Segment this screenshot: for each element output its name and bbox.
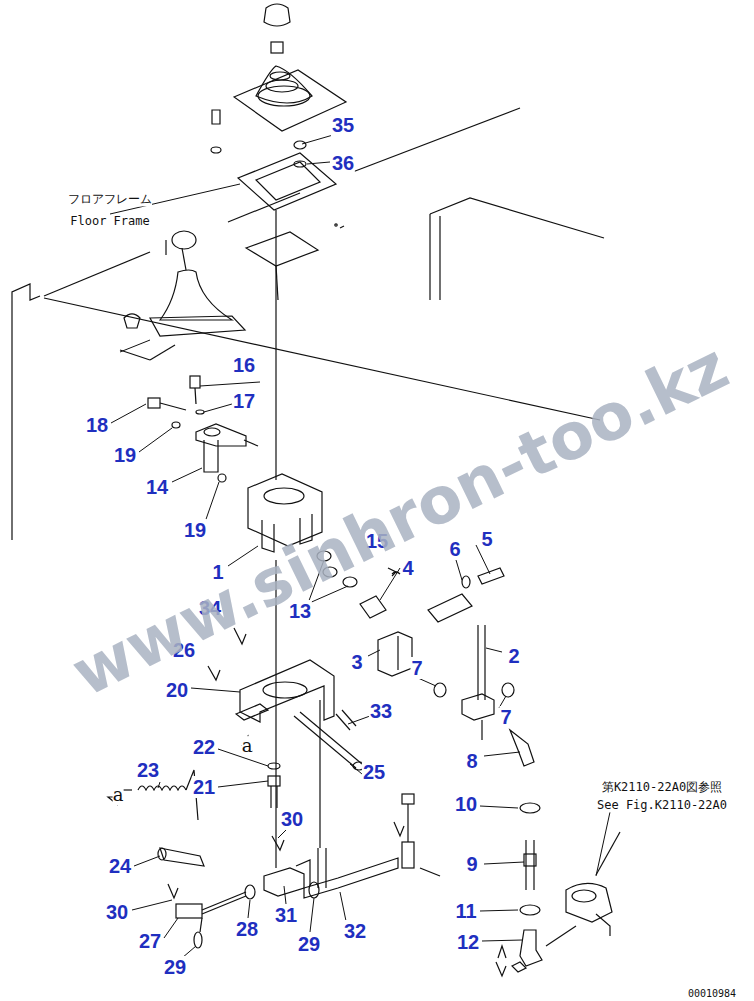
assembly-line (275, 210, 276, 480)
callout-number: 12 (456, 931, 480, 953)
callout-number: 19 (183, 519, 207, 541)
callout-number: 8 (465, 750, 478, 772)
view-letter: a (113, 785, 124, 805)
lower-bracket (236, 660, 365, 770)
callout-number: 6 (448, 538, 461, 560)
callout-number: 14 (145, 476, 169, 498)
floor-gasket (246, 224, 337, 266)
clamp (148, 376, 258, 482)
adjust-rod (498, 803, 620, 972)
callout-number: 21 (192, 776, 216, 798)
callout-number: 3 (350, 651, 363, 673)
bolt (268, 763, 280, 808)
watermark: www.sinhron-too.kz (61, 331, 738, 709)
cross-shaft (360, 568, 534, 766)
callout-number: 30 (280, 808, 304, 830)
callout-number: 28 (235, 918, 259, 940)
callout-number: 29 (163, 956, 187, 978)
callout-number: 7 (410, 657, 423, 679)
note-text: Floor Frame (70, 215, 149, 228)
callout-number: 33 (369, 700, 393, 722)
shift-knob (264, 4, 290, 53)
callout-number: 2 (507, 645, 520, 667)
callout-number: 35 (331, 114, 355, 136)
callout-number: 31 (274, 904, 298, 926)
callout-number: 19 (113, 444, 137, 466)
callout-number: 36 (331, 152, 355, 174)
callout-number: 32 (343, 920, 367, 942)
callout-number: 9 (465, 853, 478, 875)
callout-number: 4 (401, 557, 414, 579)
callout-number: 17 (232, 390, 256, 412)
view-letter: a (242, 736, 253, 756)
callout-number: 5 (480, 528, 493, 550)
callout-number: 23 (136, 759, 160, 781)
callout-number: 16 (232, 354, 256, 376)
callout-number: 29 (297, 933, 321, 955)
callout-number: 18 (85, 414, 109, 436)
boot-plate (211, 66, 346, 153)
linkage (158, 700, 440, 948)
note-text: フロアフレーム (68, 193, 152, 206)
drawing-number: 00010984 (688, 988, 736, 999)
callout-number: 24 (108, 855, 132, 877)
left-lever (124, 231, 245, 336)
callout-number: 11 (454, 900, 477, 922)
note-text: See Fig.K2110-22A0 (597, 799, 727, 812)
callout-number: 25 (362, 761, 386, 783)
callout-number: 27 (138, 930, 162, 952)
view-arrow (108, 736, 252, 805)
callout-number: 22 (192, 736, 216, 758)
callout-number: 30 (105, 901, 129, 923)
note-text: 第K2110-22A0図参照 (602, 781, 722, 794)
callout-number: 20 (165, 679, 189, 701)
cover-plate (238, 141, 336, 210)
callout-number: 10 (454, 793, 478, 815)
callout-number: 7 (499, 706, 512, 728)
